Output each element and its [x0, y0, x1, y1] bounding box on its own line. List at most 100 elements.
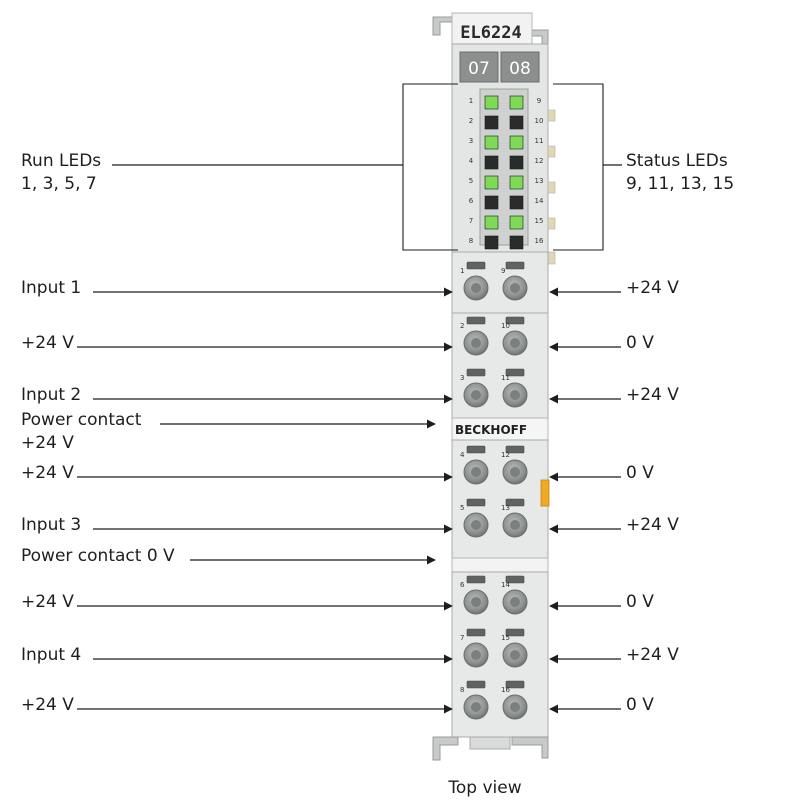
wire-entry-hole — [471, 390, 481, 400]
status-led-11 — [509, 135, 524, 150]
run-led-2 — [484, 115, 499, 130]
release-slot[interactable] — [466, 261, 486, 270]
right-terminal-14-label: 0 V — [626, 592, 654, 612]
run-led-7 — [484, 215, 499, 230]
right-terminal-9-label: +24 V — [626, 278, 679, 298]
status-led-15 — [509, 215, 524, 230]
wire-entry-hole — [510, 520, 520, 530]
terminal-1[interactable]: 1 — [460, 261, 489, 301]
release-slot[interactable] — [505, 368, 525, 377]
run-led-1 — [484, 95, 499, 110]
terminal-15[interactable]: 15 — [501, 628, 528, 668]
run-led-8 — [484, 235, 499, 250]
terminal-number: 7 — [460, 634, 464, 642]
release-slot[interactable] — [466, 368, 486, 377]
wire-entry-hole — [471, 467, 481, 477]
left-terminal-8-label: +24 V — [21, 695, 74, 715]
led-number-7: 7 — [469, 217, 473, 225]
release-slot[interactable] — [505, 628, 525, 637]
left-terminal-6-label: +24 V — [21, 592, 74, 612]
led-number-16: 16 — [535, 237, 544, 245]
terminal-16[interactable]: 16 — [501, 680, 528, 720]
wire-entry-hole — [471, 597, 481, 607]
wire-entry-hole — [510, 702, 520, 712]
status-leds-numbers: 9, 11, 13, 15 — [626, 174, 734, 194]
wire-entry-hole — [510, 650, 520, 660]
terminal-number: 9 — [501, 267, 505, 275]
release-slot[interactable] — [505, 261, 525, 270]
power-contact-orange — [540, 479, 550, 507]
release-slot[interactable] — [466, 316, 486, 325]
led-number-5: 5 — [469, 177, 473, 185]
status-led-slots — [547, 109, 556, 265]
terminal-14[interactable]: 14 — [501, 575, 528, 615]
terminal-number: 15 — [501, 634, 510, 642]
wire-entry-hole — [510, 338, 520, 348]
wire-entry-hole — [510, 597, 520, 607]
right-terminal-15-label: +24 V — [626, 645, 679, 665]
power-contact-zero-label: Power contact 0 V — [21, 546, 175, 566]
power-contact-plus-voltage: +24 V — [21, 433, 74, 453]
led-number-4: 4 — [469, 157, 474, 165]
terminal-number: 14 — [501, 581, 510, 589]
left-terminal-5-label: Input 3 — [21, 515, 81, 535]
left-terminal-4-label: +24 V — [21, 463, 74, 483]
terminal-number: 10 — [501, 322, 510, 330]
release-slot[interactable] — [466, 575, 486, 584]
right-terminal-16-label: 0 V — [626, 695, 654, 715]
terminal-3[interactable]: 3 — [460, 368, 489, 408]
left-terminal-3-label: Input 2 — [21, 385, 81, 405]
terminal-5[interactable]: 5 — [460, 498, 489, 538]
release-slot[interactable] — [466, 680, 486, 689]
right-terminal-10-label: 0 V — [626, 333, 654, 353]
release-slot[interactable] — [505, 445, 525, 454]
terminal-12[interactable]: 12 — [501, 445, 528, 485]
led-number-12: 12 — [535, 157, 544, 165]
terminal-11[interactable]: 11 — [501, 368, 528, 408]
wire-entry-hole — [510, 390, 520, 400]
terminal-number: 11 — [501, 374, 510, 382]
led-number-15: 15 — [535, 217, 544, 225]
left-terminal-2-label: +24 V — [21, 333, 74, 353]
channel-label-08: 08 — [509, 59, 531, 79]
release-slot[interactable] — [466, 498, 486, 507]
terminal-number: 6 — [460, 581, 465, 589]
release-slot[interactable] — [505, 498, 525, 507]
run-leds-title: Run LEDs — [21, 151, 101, 171]
wire-entry-hole — [471, 338, 481, 348]
terminal-7[interactable]: 7 — [460, 628, 489, 668]
terminal-number: 13 — [501, 504, 510, 512]
terminal-8[interactable]: 8 — [460, 680, 489, 720]
release-slot[interactable] — [505, 316, 525, 325]
terminal-4[interactable]: 4 — [460, 445, 489, 485]
terminal-6[interactable]: 6 — [460, 575, 489, 615]
terminal-9[interactable]: 9 — [501, 261, 528, 301]
right-terminal-11-label: +24 V — [626, 385, 679, 405]
run-led-5 — [484, 175, 499, 190]
left-terminal-1-label: Input 1 — [21, 278, 81, 298]
terminal-13[interactable]: 13 — [501, 498, 528, 538]
release-slot[interactable] — [466, 445, 486, 454]
power-contact-plus-label: Power contact — [21, 410, 142, 430]
led-number-6: 6 — [469, 197, 474, 205]
terminal-10[interactable]: 10 — [501, 316, 528, 356]
terminal-number: 3 — [460, 374, 464, 382]
status-led-13 — [509, 175, 524, 190]
release-slot[interactable] — [505, 575, 525, 584]
wire-entry-hole — [471, 520, 481, 530]
terminal-number: 1 — [460, 267, 464, 275]
led-number-9: 9 — [537, 97, 541, 105]
led-number-13: 13 — [535, 177, 544, 185]
status-leds-title: Status LEDs — [626, 151, 728, 171]
led-number-14: 14 — [535, 197, 544, 205]
right-terminal-13-label: +24 V — [626, 515, 679, 535]
release-slot[interactable] — [466, 628, 486, 637]
left-callouts: Input 1 +24 V Input 2 Power contact +24 … — [21, 278, 453, 715]
terminal-2[interactable]: 2 — [460, 316, 489, 356]
terminal-number: 4 — [460, 451, 465, 459]
release-slot[interactable] — [505, 680, 525, 689]
run-leds-callout: Run LEDs 1, 3, 5, 7 — [21, 83, 458, 251]
